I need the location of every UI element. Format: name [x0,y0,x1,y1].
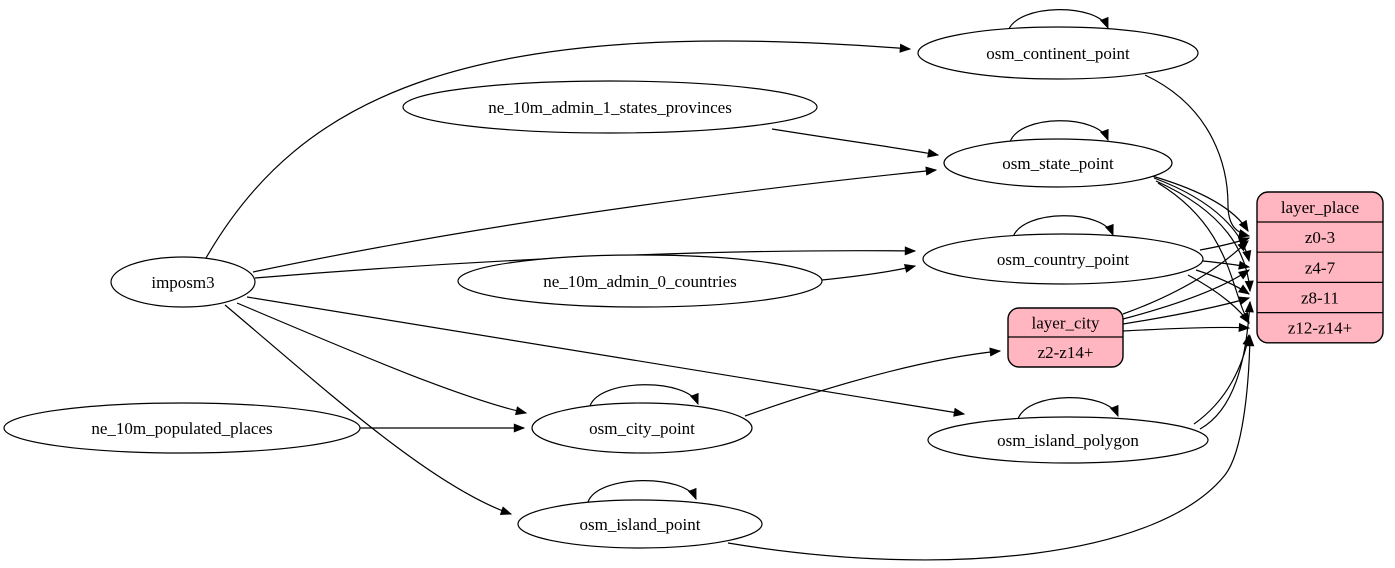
node-osm_state_point: osm_state_point [943,138,1173,188]
node-label-osm_continent_point: osm_continent_point [986,44,1130,63]
edge-imposm3-to-osm_continent_point [205,40,912,259]
edge-osm_country_point-to-layer_place.z8-11 [1195,269,1250,295]
edge-layer_city-to-layer_place.z4-7 [1122,269,1250,320]
edge-ne_10m_admin_0_countries-to-osm_country_point [821,264,917,281]
self-loop-osm_state_point [1009,120,1109,143]
edge-osm_state_point-to-layer_place.z0-3 [1151,175,1249,233]
node-ne_10m_populated_places: ne_10m_populated_places [3,402,361,454]
edge-osm_continent_point-to-layer_place.z0-3 [1144,74,1251,238]
edge-osm_island_point-to-layer_place.z12-z14+ [727,334,1255,561]
edge-osm_island_polygon-to-layer_place.z8-11 [1199,300,1254,430]
node-shape-osm_island_point [517,499,763,549]
record-row-layer_place-z4-7: z4-7 [1305,258,1336,277]
node-label-osm_island_polygon: osm_island_polygon [997,431,1139,450]
node-label-osm_country_point: osm_country_point [997,250,1129,269]
node-shape-imposm3 [110,256,256,308]
node-label-osm_state_point: osm_state_point [1002,154,1114,173]
node-ne_10m_admin_1_states_provinces: ne_10m_admin_1_states_provinces [402,80,818,134]
record-row-layer_place-z8-11: z8-11 [1301,289,1339,308]
node-shape-osm_country_point [922,233,1204,285]
self-loop-osm_city_point [589,384,699,407]
node-shape-osm_city_point [531,402,753,454]
node-label-osm_island_point: osm_island_point [580,515,701,534]
edge-layer_city-to-layer_place.z0-3 [1122,240,1249,315]
record-row-layer_place-z0-3: z0-3 [1305,228,1335,247]
edges-layer [205,9,1255,561]
record-shape-layer_place [1256,191,1384,344]
edge-imposm3-to-osm_island_polygon [246,296,966,417]
node-label-imposm3: imposm3 [151,273,214,292]
node-osm_continent_point: osm_continent_point [917,26,1199,80]
edge-osm_city_point-to-layer_city.z2-z14+ [744,347,1002,417]
edge-layer_city-to-layer_place.z12-z14+ [1122,322,1251,332]
record-layer_city: layer_city z2-z14+ [1007,307,1124,368]
node-label-osm_city_point: osm_city_point [589,419,695,438]
record-row-layer_city-z2-z14+: z2-z14+ [1038,343,1094,362]
node-shape-osm_island_polygon [927,416,1209,464]
record-header-layer_place: layer_place [1281,198,1359,217]
self-loop-osm_island_polygon [1017,397,1119,420]
node-shape-ne_10m_populated_places [3,402,361,454]
record-layer_place: layer_place z0-3 z4-7 z8-11 z12-z14+ [1256,191,1384,344]
edge-imposm3-to-osm_island_point [224,304,513,515]
node-shape-osm_state_point [943,138,1173,188]
nodes-layer: imposm3 ne_10m_admin_1_states_provincesne… [3,26,1384,549]
edge-layer_city-to-layer_place.z8-11 [1122,296,1251,325]
record-header-layer_city: layer_city [1032,314,1100,333]
edge-imposm3-to-osm_state_point [252,166,938,273]
edge-osm_country_point-to-layer_place.z0-3 [1199,237,1251,251]
self-loop-osm_country_point [1012,215,1114,238]
node-ne_10m_admin_0_countries: ne_10m_admin_0_countries [457,254,823,308]
node-label-ne_10m_populated_places: ne_10m_populated_places [91,419,272,438]
self-loop-osm_continent_point [1007,9,1109,32]
node-osm_island_point: osm_island_point [517,499,763,549]
node-label-ne_10m_admin_1_states_provinces: ne_10m_admin_1_states_provinces [488,98,732,117]
edge-osm_state_point-to-layer_place.z4-7 [1153,177,1252,263]
edge-osm_country_point-to-layer_place.z4-7 [1202,260,1251,270]
node-shape-ne_10m_admin_0_countries [457,254,823,308]
edge-osm_country_point-to-layer_place.z12-z14+ [1187,274,1250,324]
record-row-layer_place-z12-z14+: z12-z14+ [1288,319,1352,338]
edge-imposm3-to-osm_city_point [236,302,528,416]
node-imposm3: imposm3 [110,256,256,308]
node-label-ne_10m_admin_0_countries: ne_10m_admin_0_countries [543,272,737,291]
node-shape-osm_continent_point [917,26,1199,80]
node-osm_city_point: osm_city_point [531,402,753,454]
node-osm_island_polygon: osm_island_polygon [927,416,1209,464]
self-loop-osm_island_point [587,480,697,503]
node-shape-ne_10m_admin_1_states_provinces [402,80,818,134]
edge-osm_state_point-to-layer_place.z12-z14+ [1157,182,1250,325]
edge-ne_10m_admin_1_states_provinces-to-osm_state_point [771,128,940,158]
node-osm_country_point: osm_country_point [922,233,1204,285]
